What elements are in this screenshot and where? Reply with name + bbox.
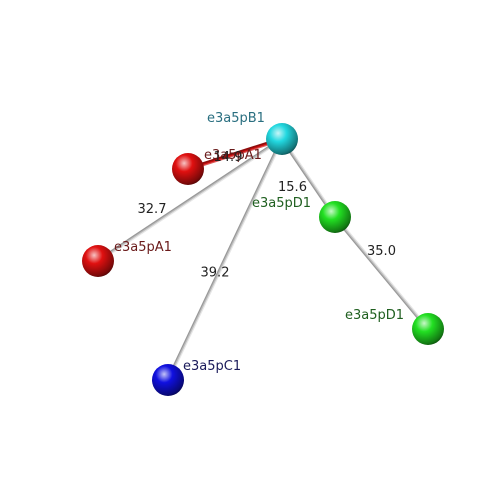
distance-label: 39.2: [201, 266, 230, 281]
distance-label: 35.0: [367, 244, 396, 259]
distance-label: 15.6: [278, 180, 307, 195]
atom-sphere-c1[interactable]: [152, 364, 184, 396]
atom-sphere-d1a[interactable]: [319, 201, 351, 233]
distance-link: [96, 137, 284, 263]
atom-label: e3a5pD1: [345, 308, 404, 323]
distance-label: 14.9: [214, 150, 243, 165]
distance-link: [187, 137, 283, 171]
atom-sphere-a1a[interactable]: [172, 153, 204, 185]
atom-label: e3a5pC1: [183, 359, 241, 374]
nodes-layer: [82, 123, 444, 396]
atom-label: e3a5pB1: [207, 111, 265, 126]
atom-sphere-b1[interactable]: [266, 123, 298, 155]
distance-link: [166, 138, 284, 381]
atom-label: e3a5pA1: [114, 240, 172, 255]
atom-label: e3a5pD1: [252, 196, 311, 211]
labels-layer: e3a5pB1 e3a5pA1 e3a5pA1 e3a5pD1 e3a5pD1 e3a5p…: [114, 111, 404, 374]
atom-sphere-d1b[interactable]: [412, 313, 444, 345]
distance-link: [333, 215, 430, 331]
atom-sphere-a1b[interactable]: [82, 245, 114, 277]
links-layer: [96, 137, 430, 381]
distance-label: 32.7: [138, 202, 167, 217]
atom-label: e3a5pA1: [204, 148, 262, 163]
